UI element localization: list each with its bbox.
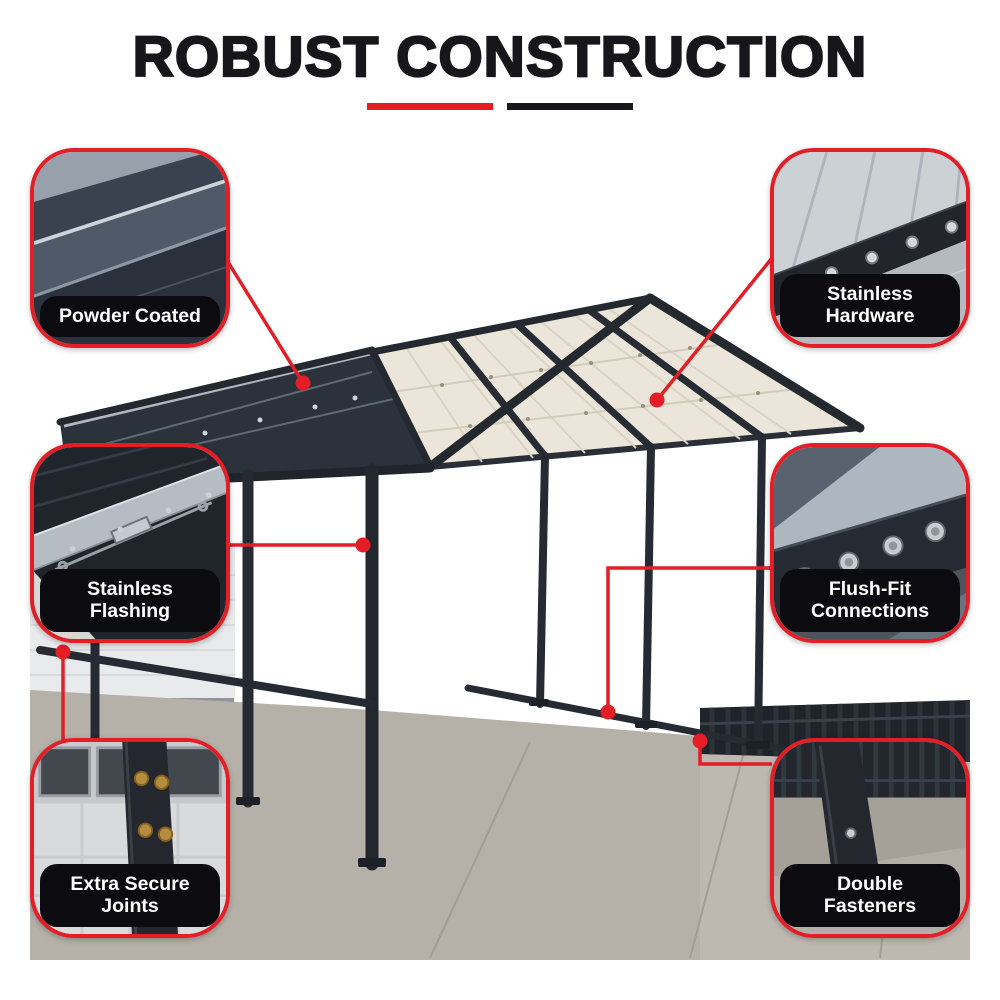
callout-powder-coated: Powder Coated (30, 148, 230, 348)
callout-label-line: Double (836, 872, 904, 895)
title-block: ROBUST CONSTRUCTION (0, 25, 1000, 110)
callout-label: Extra Secure Joints (40, 863, 220, 927)
underline-red-bar (367, 102, 493, 110)
callout-label-line: Powder Coated (59, 305, 201, 328)
callout-label-line: Flashing (89, 600, 171, 623)
title-underline (0, 102, 1000, 110)
callout-label-line: Extra Secure (70, 872, 190, 895)
callout-label: Stainless Flashing (40, 568, 220, 632)
callout-label-line: Fasteners (823, 895, 917, 918)
callout-label-line: Joints (101, 895, 159, 918)
callout-stainless-flashing: Stainless Flashing (30, 443, 230, 643)
callout-label-line: Flush-Fit (828, 577, 912, 600)
callout-label-line: Hardware (825, 305, 915, 328)
callout-label-line: Stainless (827, 282, 913, 305)
callout-label: Powder Coated (40, 296, 220, 337)
callout-flush-fit-connections: Flush-Fit Connections (770, 443, 970, 643)
callout-label: Flush-Fit Connections (780, 568, 960, 632)
callout-label: Double Fasteners (780, 863, 960, 927)
callout-extra-secure-joints: Extra Secure Joints (30, 738, 230, 938)
callout-label-line: Stainless (87, 577, 173, 600)
underline-dark-bar (507, 102, 633, 110)
callout-label-line: Connections (810, 600, 930, 623)
callout-double-fasteners: Double Fasteners (770, 738, 970, 938)
page-title: ROBUST CONSTRUCTION (132, 25, 868, 90)
callout-stainless-hardware: Stainless Hardware (770, 148, 970, 348)
callout-label: Stainless Hardware (780, 273, 960, 337)
